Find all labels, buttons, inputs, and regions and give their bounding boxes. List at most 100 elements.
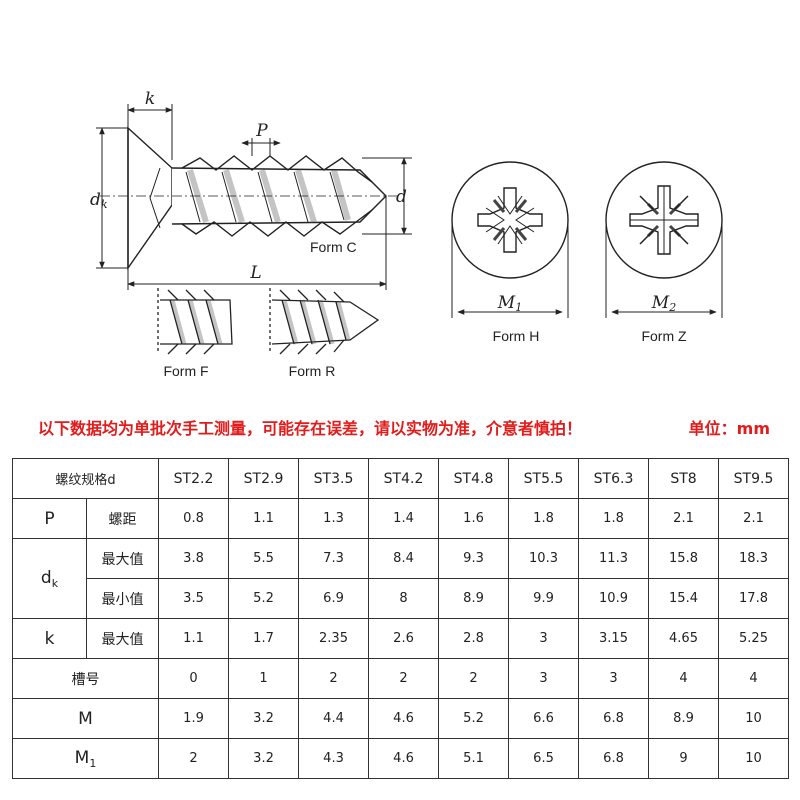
row-symbol-m: M xyxy=(11,698,160,739)
label-m2: M2 xyxy=(651,293,676,314)
row-name-slot: 槽号 xyxy=(11,658,160,699)
table-cell: 3.15 xyxy=(578,618,650,659)
label-p: P xyxy=(255,121,268,141)
table-cell: 3.2 xyxy=(228,698,300,739)
table-cell: 8.9 xyxy=(438,578,510,619)
table-cell: 3 xyxy=(578,658,650,699)
column-header: ST4.8 xyxy=(438,458,510,499)
table-row-pitch: P 螺距 0.8 1.1 1.3 1.4 1.6 1.8 1.8 2.1 2.1 xyxy=(12,498,790,539)
row-symbol-m1: M1 xyxy=(11,738,160,779)
notice-bar: 以下数据均为单批次手工测量，可能存在误差，请以实物为准，介意者慎拍！ 单位：mm xyxy=(0,415,800,441)
row-symbol-dk: dk xyxy=(12,538,87,619)
table-cell: 9 xyxy=(648,738,720,779)
screw-technical-drawing: k P dk d L Form C Form F Form R M1 Form … xyxy=(90,89,723,379)
row-symbol-k: k xyxy=(12,618,87,659)
form-h-head-view xyxy=(451,161,569,318)
table-cell: 1.1 xyxy=(228,498,300,539)
label-form-f: Form F xyxy=(163,363,208,379)
form-z-head-view xyxy=(605,161,723,318)
table-cell: 7.3 xyxy=(298,538,370,579)
row-name-k-max: 最大值 xyxy=(85,618,160,659)
table-cell: 5.2 xyxy=(228,578,300,619)
unit-label: 单位：mm xyxy=(688,419,770,438)
table-cell: 2 xyxy=(158,738,230,779)
table-cell: 15.4 xyxy=(648,578,720,619)
label-form-h: Form H xyxy=(493,328,540,344)
label-dk: dk xyxy=(90,190,108,211)
table-cell: 4.65 xyxy=(648,618,720,659)
table-cell: 6.6 xyxy=(508,698,580,739)
table-row-dk-max: dk 最大值 3.8 5.5 7.3 8.4 9.3 10.3 11.3 15.… xyxy=(12,538,790,619)
table-cell: 0.8 xyxy=(158,498,230,539)
table-cell: 1.9 xyxy=(158,698,230,739)
table-cell: 1.1 xyxy=(158,618,230,659)
table-cell: 4.6 xyxy=(368,698,440,739)
label-d: d xyxy=(396,187,407,207)
table-row-k: k 最大值 1.1 1.7 2.35 2.6 2.8 3 3.15 4.65 5… xyxy=(12,618,790,659)
label-m1: M1 xyxy=(497,293,522,314)
table-cell: 10.9 xyxy=(578,578,650,619)
table-cell: 2.8 xyxy=(438,618,510,659)
row-symbol-p: P xyxy=(12,498,87,539)
table-cell: 4.4 xyxy=(298,698,370,739)
column-header: ST4.2 xyxy=(368,458,440,499)
column-header: ST2.9 xyxy=(228,458,300,499)
table-cell: 8 xyxy=(368,578,440,619)
table-cell: 1.4 xyxy=(368,498,440,539)
spec-table: 螺纹规格d ST2.2 ST2.9 ST3.5 ST4.2 ST4.8 ST5.… xyxy=(11,458,790,779)
table-cell: 3.2 xyxy=(228,738,300,779)
table-cell: 2.1 xyxy=(718,498,790,539)
table-cell: 9.3 xyxy=(438,538,510,579)
column-header: ST6.3 xyxy=(578,458,650,499)
table-cell: 2 xyxy=(368,658,440,699)
table-cell: 9.9 xyxy=(508,578,580,619)
table-cell: 10 xyxy=(718,738,790,779)
table-cell: 5.2 xyxy=(438,698,510,739)
table-cell: 8.4 xyxy=(368,538,440,579)
column-header: ST5.5 xyxy=(508,458,580,499)
table-cell: 4 xyxy=(648,658,720,699)
table-cell: 6.9 xyxy=(298,578,370,619)
table-cell: 6.8 xyxy=(578,698,650,739)
table-cell: 6.8 xyxy=(578,738,650,779)
table-cell: 1.3 xyxy=(298,498,370,539)
table-cell: 6.5 xyxy=(508,738,580,779)
label-l: L xyxy=(249,263,261,283)
table-cell: 3.8 xyxy=(158,538,230,579)
table-cell: 3.5 xyxy=(158,578,230,619)
column-header: ST3.5 xyxy=(298,458,370,499)
row-name-pitch: 螺距 xyxy=(85,498,160,539)
table-cell: 8.9 xyxy=(648,698,720,739)
table-cell: 2 xyxy=(298,658,370,699)
table-cell: 1 xyxy=(228,658,300,699)
form-f-view xyxy=(157,288,233,355)
measurement-disclaimer: 以下数据均为单批次手工测量，可能存在误差，请以实物为准，介意者慎拍！ xyxy=(38,419,583,438)
form-r-view xyxy=(269,288,380,355)
table-cell: 17.8 xyxy=(718,578,790,619)
column-header: ST9.5 xyxy=(718,458,790,499)
table-cell: 15.8 xyxy=(648,538,720,579)
table-cell: 5.25 xyxy=(718,618,790,659)
table-cell: 2.6 xyxy=(368,618,440,659)
label-form-c: Form C xyxy=(310,239,357,255)
label-form-r: Form R xyxy=(289,363,336,379)
table-cell: 18.3 xyxy=(718,538,790,579)
header-thread-spec: 螺纹规格d xyxy=(11,458,160,499)
row-name-dk-min: 最小值 xyxy=(85,578,160,619)
table-cell: 1.6 xyxy=(438,498,510,539)
table-cell: 5.5 xyxy=(228,538,300,579)
table-row-m1: M1 2 3.2 4.3 4.6 5.1 6.5 6.8 9 10 xyxy=(11,738,790,779)
table-cell: 1.7 xyxy=(228,618,300,659)
table-row-dk-min: 最小值 3.5 5.2 6.9 8 8.9 9.9 10.9 15.4 17.8 xyxy=(13,578,790,619)
table-cell: 10.3 xyxy=(508,538,580,579)
screw-side-view xyxy=(100,126,400,271)
dimension-lines xyxy=(96,104,412,290)
label-form-z: Form Z xyxy=(641,328,687,344)
table-cell: 5.1 xyxy=(438,738,510,779)
row-name-dk-max: 最大值 xyxy=(85,538,160,579)
column-header: ST2.2 xyxy=(158,458,230,499)
table-cell: 2.1 xyxy=(648,498,720,539)
table-cell: 10 xyxy=(718,698,790,739)
table-cell: 11.3 xyxy=(578,538,650,579)
table-row-m: M 1.9 3.2 4.4 4.6 5.2 6.6 6.8 8.9 10 xyxy=(11,698,790,739)
